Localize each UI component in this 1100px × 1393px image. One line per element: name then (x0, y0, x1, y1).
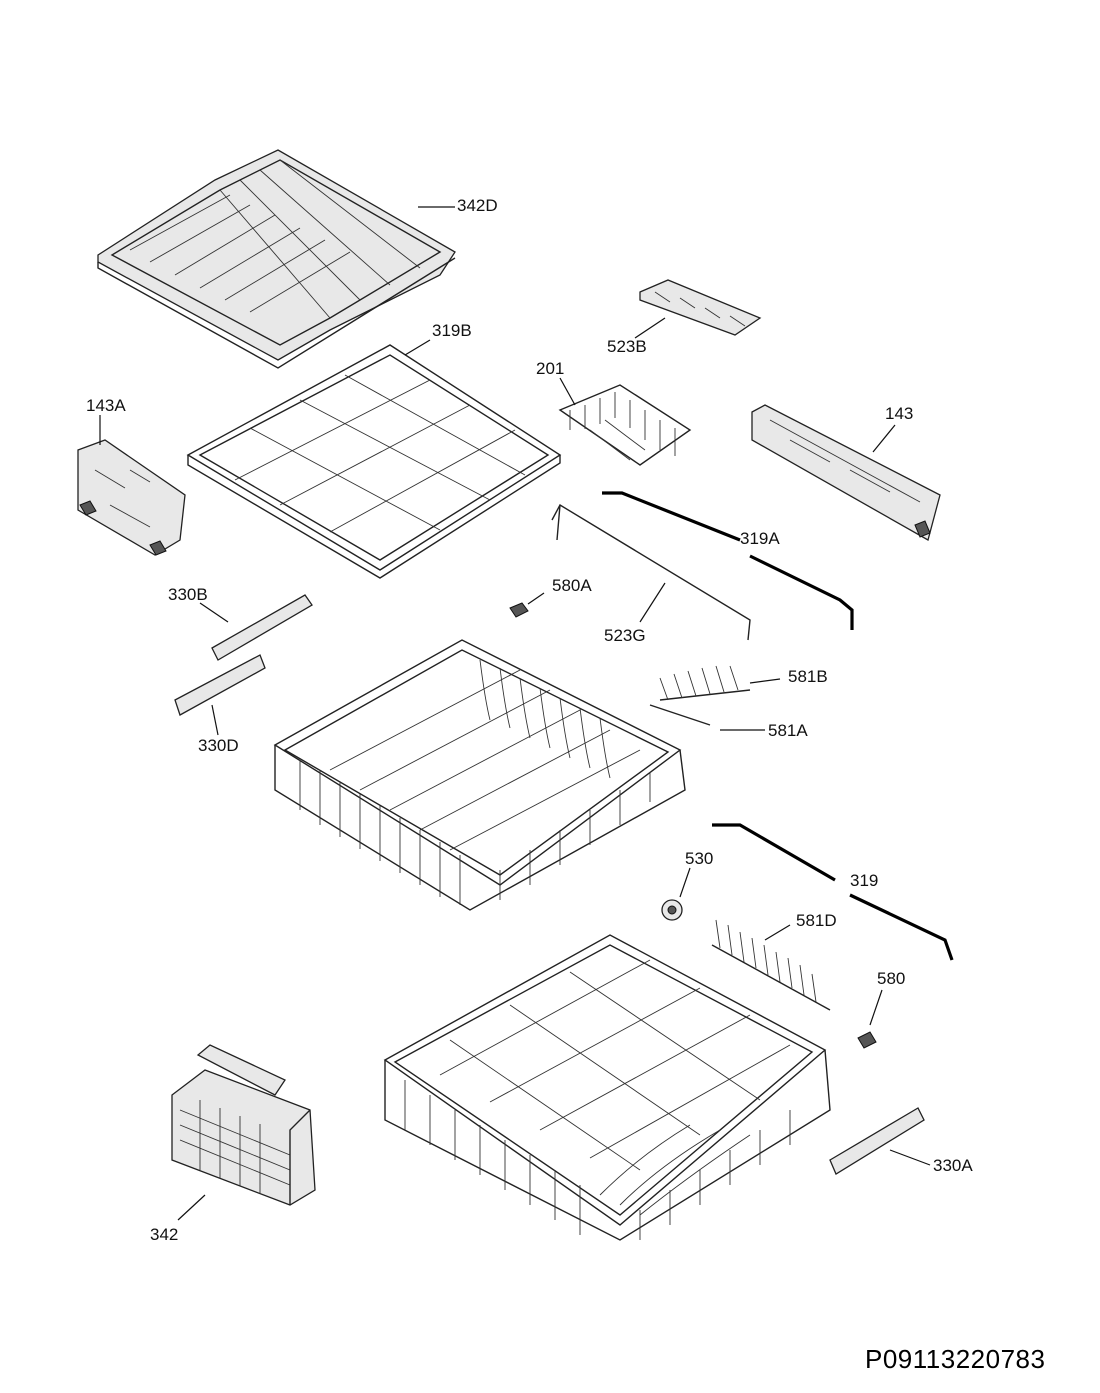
rail-319 (712, 823, 954, 961)
upper-basket (273, 639, 686, 911)
holder-523B (639, 279, 762, 336)
label-581B: 581B (788, 667, 828, 686)
label-581D: 581D (796, 911, 837, 930)
diagram-code: P09113220783 (865, 1344, 1046, 1374)
label-342: 342 (150, 1225, 179, 1244)
label-143A: 143A (86, 396, 126, 415)
tines-581D (711, 919, 831, 1011)
trim-330D (174, 654, 266, 716)
label-319B: 319B (432, 321, 472, 340)
label-330B: 330B (168, 585, 208, 604)
bar-523G (551, 504, 751, 641)
label-319A: 319A (740, 529, 780, 548)
label-581A: 581A (768, 721, 808, 740)
tines-201 (558, 384, 692, 466)
rail-319A (602, 491, 854, 630)
label-319: 319 (850, 871, 879, 890)
lower-basket (383, 934, 831, 1241)
tines-581B-581A (649, 665, 751, 726)
cutlery-basket-342 (171, 1044, 316, 1206)
label-342D: 342D (457, 196, 498, 215)
label-330A: 330A (933, 1156, 973, 1175)
leader-lines (99, 206, 931, 1221)
trim-330B (211, 594, 313, 661)
clip-580 (857, 1031, 877, 1049)
frame-319B (186, 344, 562, 579)
label-523B: 523B (607, 337, 647, 356)
label-530: 530 (685, 849, 714, 868)
label-523G: 523G (604, 626, 646, 645)
cutlery-tray-342D (97, 149, 456, 369)
trim-330A (829, 1107, 925, 1175)
label-201: 201 (536, 359, 565, 378)
label-330D: 330D (198, 736, 239, 755)
label-580: 580 (877, 969, 906, 988)
clip-580A (509, 602, 529, 618)
bracket-143A (77, 439, 186, 556)
label-143: 143 (885, 404, 914, 423)
bracket-143 (751, 404, 941, 541)
label-580A: 580A (552, 576, 592, 595)
wheel-530 (661, 899, 683, 921)
